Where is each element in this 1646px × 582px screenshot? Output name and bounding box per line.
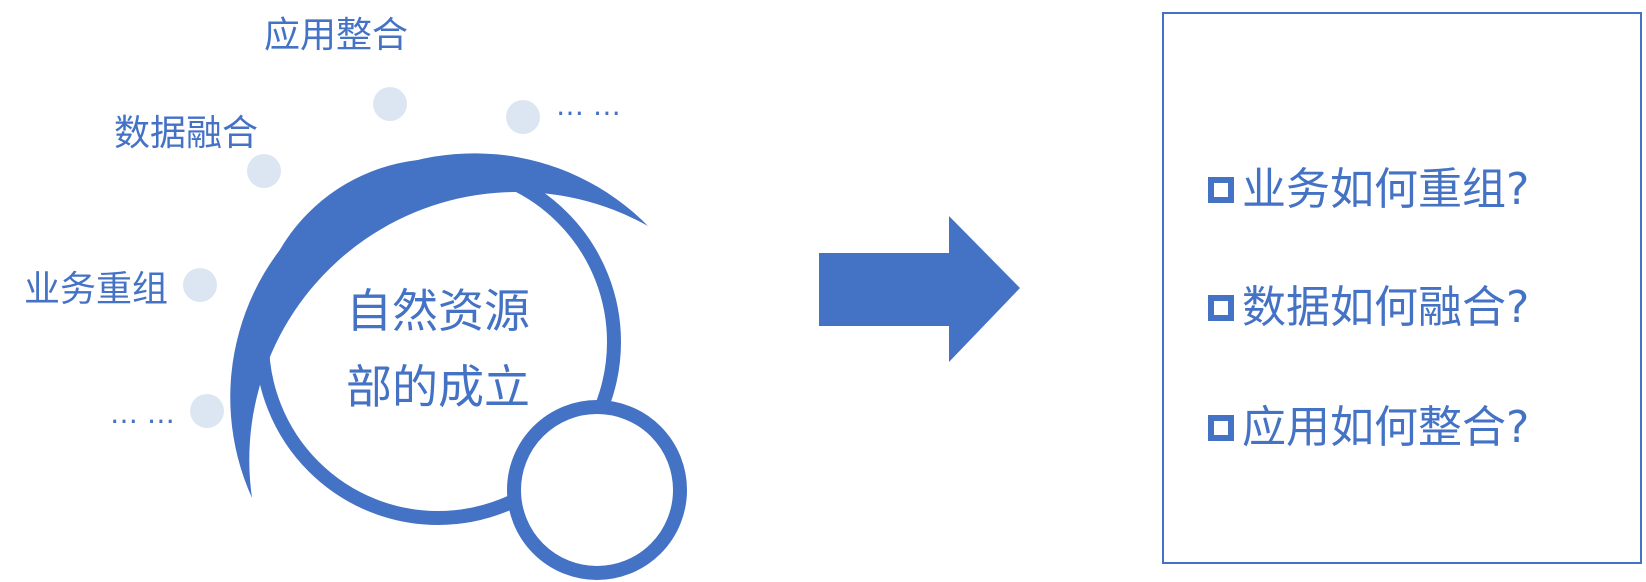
small-ring (507, 400, 687, 580)
question-text: 业务如何重组? (1242, 164, 1530, 215)
label-app-integration: 应用整合 (264, 15, 409, 56)
checkbox-icon (1208, 295, 1234, 321)
checkbox-icon (1208, 415, 1234, 441)
orbit-dot-app (373, 87, 407, 121)
label-more-bottom: … … (110, 397, 175, 430)
orbit-dot-more-bottom (190, 394, 224, 428)
orbit-arc (230, 153, 648, 498)
label-data-fusion: 数据融合 (114, 113, 259, 154)
right-arrow-icon (819, 216, 1020, 362)
center-ring (255, 159, 621, 525)
checkbox-icon (1208, 177, 1234, 203)
question-item: 数据如何融合? (1208, 286, 1529, 330)
question-text: 应用如何整合? (1242, 402, 1530, 453)
orbit-dot-more-top (506, 100, 540, 134)
question-text: 数据如何融合? (1242, 282, 1530, 333)
question-item: 应用如何整合? (1208, 406, 1529, 450)
orbit-dot-data (247, 154, 281, 188)
orbit-dot-business (183, 268, 217, 302)
center-title-line-1: 自然资源 (346, 284, 530, 338)
questions-box (1162, 12, 1642, 564)
label-business-reorg: 业务重组 (24, 269, 169, 310)
question-item: 业务如何重组? (1208, 168, 1529, 212)
label-more-top: … … (556, 89, 621, 122)
center-title-line-2: 部的成立 (346, 360, 530, 414)
